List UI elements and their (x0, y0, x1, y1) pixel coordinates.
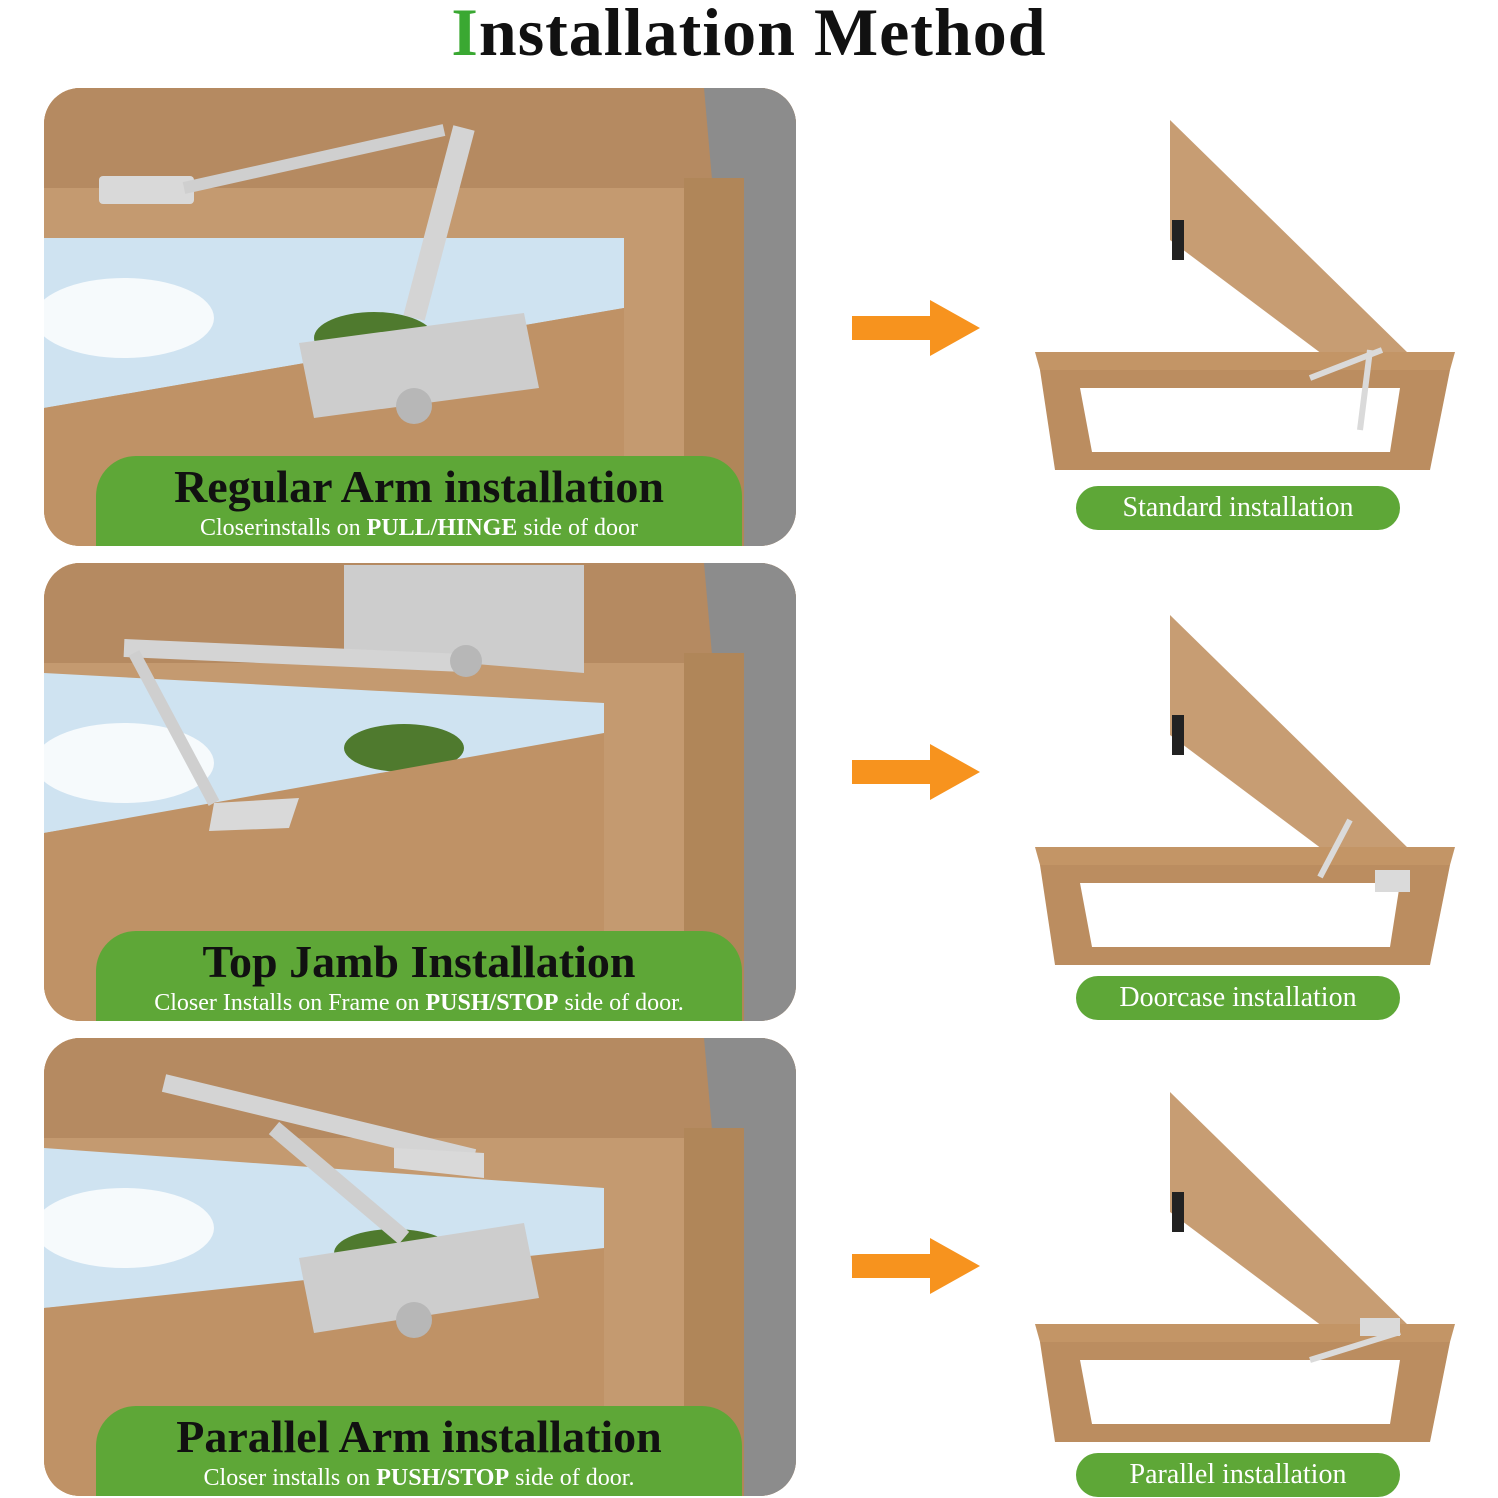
caption-sub: Closer Installs on Frame on PUSH/STOP si… (96, 989, 742, 1017)
arrow-right-icon (852, 1238, 980, 1294)
page-title: Installation Method (0, 0, 1498, 70)
arrow-right-icon (852, 744, 980, 800)
caption-heading: Parallel Arm installation (176, 1411, 662, 1462)
caption-sub: Closer installs on PUSH/STOP side of doo… (96, 1464, 742, 1492)
photo-panel-regular-arm: Regular Arm installation Closerinstalls … (44, 88, 796, 546)
caption-sub-bold: PUSH/STOP (376, 1465, 510, 1491)
caption-sub-post: side of door (517, 515, 639, 541)
diagram-doorcase-installation (1035, 615, 1455, 965)
caption-heading: Top Jamb Installation (202, 936, 636, 987)
diagram-parallel-installation (1035, 1092, 1455, 1442)
photo-panel-parallel-arm: Parallel Arm installation Closer install… (44, 1038, 796, 1496)
title-first-letter: I (451, 0, 479, 70)
caption-sub-pre: Closerinstalls on (199, 515, 367, 541)
caption-sub-bold: PULL/HINGE (366, 515, 518, 541)
caption-sub-post: side of door. (509, 1465, 635, 1491)
caption-sub-bold: PUSH/STOP (425, 990, 559, 1016)
caption-sub-pre: Closer installs on (203, 1465, 377, 1491)
pill-standard-installation: Standard installation (1076, 486, 1400, 530)
pill-parallel-installation: Parallel installation (1076, 1453, 1400, 1497)
caption-top-jamb: Top Jamb Installation Closer Installs on… (96, 931, 742, 1021)
caption-sub-post: side of door. (558, 990, 684, 1016)
arrow-right-icon (852, 300, 980, 356)
caption-parallel-arm: Parallel Arm installation Closer install… (96, 1406, 742, 1496)
photo-panel-top-jamb: Top Jamb Installation Closer Installs on… (44, 563, 796, 1021)
caption-regular-arm: Regular Arm installation Closerinstalls … (96, 456, 742, 546)
caption-sub-pre: Closer Installs on Frame on (154, 990, 426, 1016)
title-rest: nstallation Method (478, 0, 1047, 70)
caption-sub: Closerinstalls on PULL/HINGE side of doo… (96, 514, 742, 542)
caption-heading: Regular Arm installation (174, 461, 664, 512)
diagram-standard-installation (1035, 120, 1455, 470)
pill-doorcase-installation: Doorcase installation (1076, 976, 1400, 1020)
